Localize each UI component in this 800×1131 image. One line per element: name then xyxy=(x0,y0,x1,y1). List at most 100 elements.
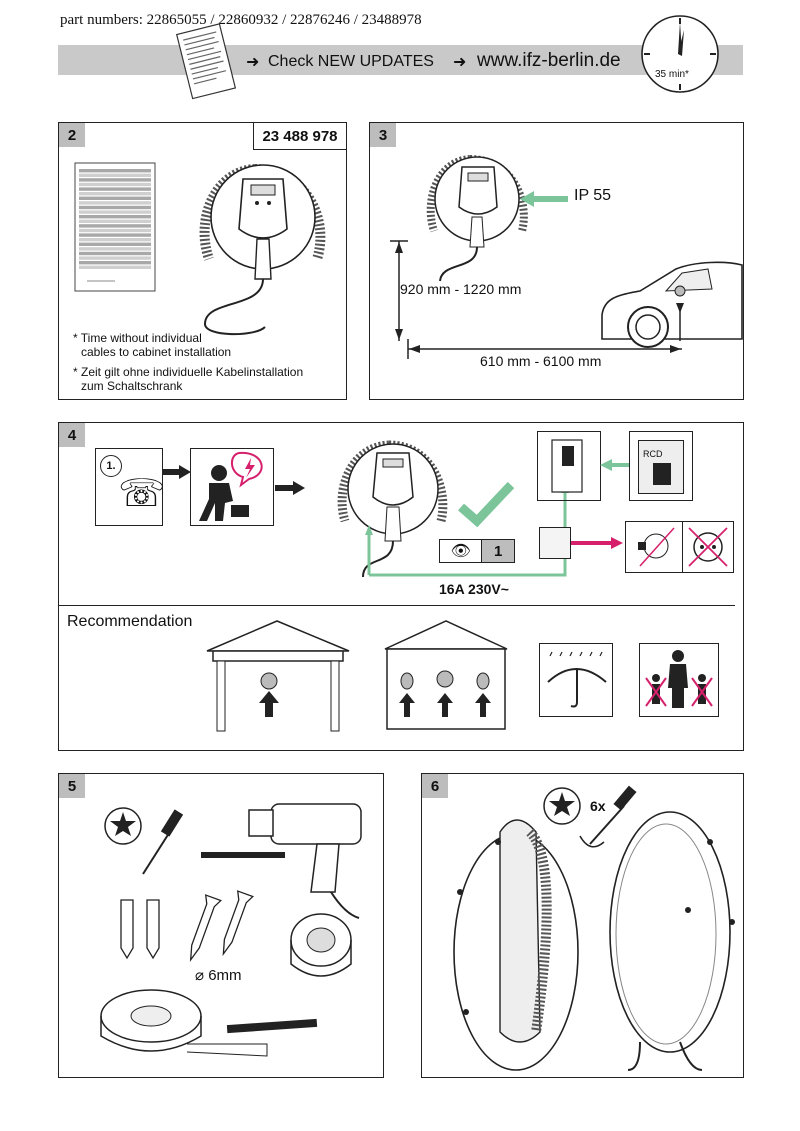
eye-icon: 👁 xyxy=(450,543,471,560)
step-6-number: 6 xyxy=(422,774,448,798)
cabinet-icon xyxy=(551,439,583,493)
part-number-box: 23 488 978 xyxy=(253,123,346,150)
phone-icon: ☏ xyxy=(118,473,166,515)
language-row xyxy=(79,205,151,210)
arrow-right-icon xyxy=(571,537,623,549)
step-6-panel: 6 6x xyxy=(421,773,744,1078)
step-4-panel: 4 1. ☏ 👁 1 16 xyxy=(58,422,744,751)
language-row xyxy=(79,178,151,182)
language-row xyxy=(79,210,151,214)
cabinet-box xyxy=(537,431,601,501)
step-2-number: 2 xyxy=(59,123,85,147)
child-safety-box xyxy=(639,643,719,717)
time-note-de-1: * Zeit gilt ohne individuelle Kabelinsta… xyxy=(73,365,304,379)
language-row xyxy=(79,196,151,200)
step-5-number: 5 xyxy=(59,774,85,798)
ip-rating: IP 55 xyxy=(574,187,612,204)
language-row xyxy=(79,182,151,187)
step-3-panel: 3 IP 55 920 mm - 1220 mm 610 mm xyxy=(369,122,744,400)
language-row xyxy=(79,187,151,191)
call-electrician-box: 1. ☏ xyxy=(95,448,166,526)
arrow-left-icon xyxy=(600,459,630,471)
language-row xyxy=(79,228,151,233)
check-updates-text: Check NEW UPDATES xyxy=(268,53,434,70)
ip-rating-arrow-icon xyxy=(520,191,568,207)
step-1-badge: 1. xyxy=(100,455,122,477)
manual-document-icon xyxy=(175,23,237,100)
power-socket-icon xyxy=(688,527,728,567)
car-illustration xyxy=(601,261,743,348)
arrow-right-icon: ➜ xyxy=(246,54,260,71)
language-row xyxy=(79,251,151,256)
install-time: 35 min* xyxy=(655,69,689,80)
language-row xyxy=(79,173,151,177)
checkmark-icon xyxy=(458,481,515,528)
language-row xyxy=(79,192,151,196)
recommendation-heading: Recommendation xyxy=(67,613,193,630)
clock-icon xyxy=(641,15,719,93)
language-row xyxy=(79,242,151,246)
torx-screwdriver-icon xyxy=(104,807,184,875)
language-row xyxy=(79,238,151,242)
light-bulb-icon xyxy=(638,527,675,567)
umbrella-icon xyxy=(547,651,607,708)
language-row xyxy=(79,215,151,219)
drill-diameter-value: 6mm xyxy=(208,967,242,984)
garage-icon xyxy=(384,620,508,730)
height-range: 920 mm - 1220 mm xyxy=(400,281,522,297)
language-row xyxy=(79,256,151,260)
header-bar xyxy=(58,45,743,75)
power-spec: 16A 230V~ xyxy=(439,581,509,597)
rain-protection-box xyxy=(539,643,613,717)
language-row xyxy=(79,265,151,269)
language-row xyxy=(79,224,151,228)
time-note-en-1: * Time without individual xyxy=(73,331,202,345)
lamp-box xyxy=(625,521,683,573)
tape-and-cutter-icon xyxy=(100,989,318,1057)
screw-count: 6x xyxy=(590,798,606,814)
language-index-document xyxy=(74,162,156,292)
step-3-number: 3 xyxy=(370,123,396,147)
height-dimension-line xyxy=(390,240,408,341)
time-note-de-2: zum Schaltschrank xyxy=(81,379,183,393)
wall-plugs-and-screws-icon xyxy=(120,890,254,963)
rcd-box: RCD xyxy=(629,431,693,501)
carport-icon xyxy=(206,620,350,732)
socket-box xyxy=(682,521,734,573)
torx-screwdriver-icon xyxy=(543,785,637,848)
power-drill-icon xyxy=(201,803,362,919)
junction-box-icon xyxy=(539,527,571,559)
language-row xyxy=(79,261,151,265)
arrow-right-icon xyxy=(275,481,305,495)
inspect-count: 1 xyxy=(481,540,514,562)
rcd-panel: RCD xyxy=(638,440,684,494)
electrician-box xyxy=(190,448,274,526)
arrow-right-icon: ➜ xyxy=(453,54,467,71)
part-numbers: part numbers: 22865055 / 22860932 / 2287… xyxy=(60,12,422,28)
electrician-icon xyxy=(199,451,263,521)
wallbox-charger-illustration xyxy=(337,440,448,578)
children-warning-icon xyxy=(645,650,713,708)
website-link[interactable]: www.ifz-berlin.de xyxy=(477,50,621,71)
language-row xyxy=(79,219,151,223)
rcd-switch xyxy=(653,463,671,485)
language-row xyxy=(79,233,151,237)
step-4-number: 4 xyxy=(59,423,85,447)
wallbox-charger-illustration xyxy=(426,155,528,282)
distance-dimension-line xyxy=(407,339,682,359)
rcd-label: RCD xyxy=(643,449,663,459)
language-row xyxy=(79,201,151,205)
wallbox-charger-illustration xyxy=(199,164,326,336)
cable-gland-icon xyxy=(290,913,352,977)
drill-diameter: ⌀ 6mm xyxy=(195,967,242,984)
time-note-en-2: cables to cabinet installation xyxy=(81,345,232,359)
step-2-panel: 2 23 488 978 * Time without individual c… xyxy=(58,122,347,400)
wallbox-disassembly-illustration xyxy=(453,811,735,1071)
language-row xyxy=(79,169,151,173)
distance-range: 610 mm - 6100 mm xyxy=(480,353,602,369)
language-row xyxy=(79,247,151,251)
divider xyxy=(59,605,735,606)
inspect-box: 👁 1 xyxy=(439,539,515,563)
step-5-panel: 5 ⌀ 6mm xyxy=(58,773,384,1078)
arrow-right-icon xyxy=(163,465,191,479)
